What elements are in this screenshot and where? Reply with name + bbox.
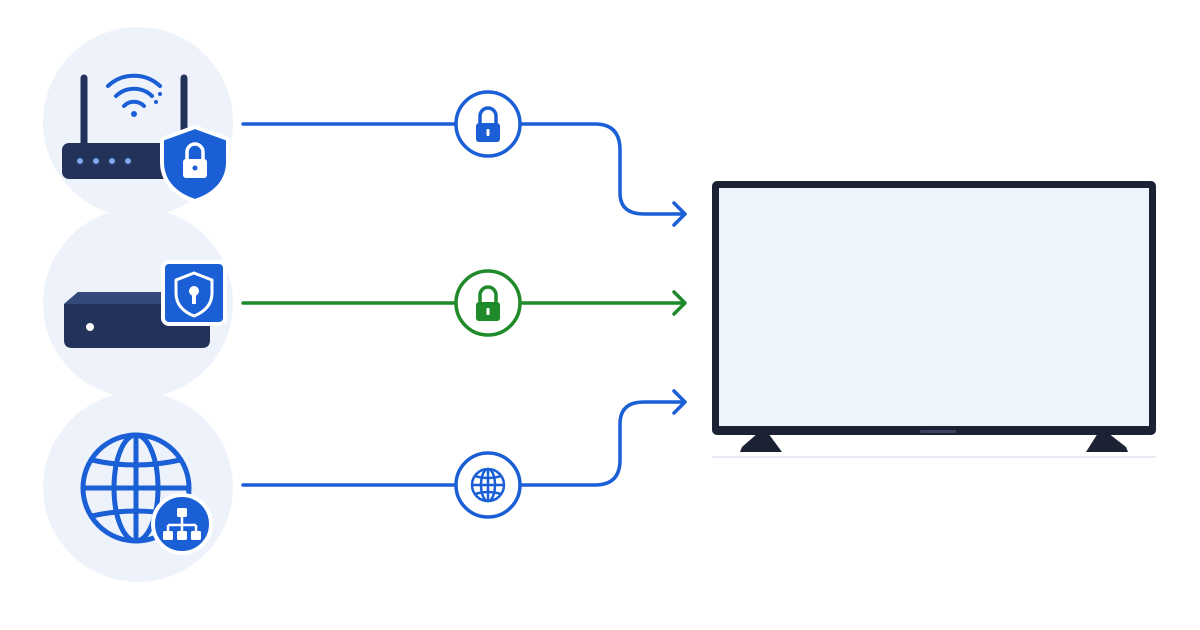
network-hierarchy-icon — [151, 493, 213, 555]
globe-icon — [454, 451, 522, 519]
connection-line-router — [241, 122, 687, 227]
connection-line-internet — [241, 389, 687, 487]
tv-stand-left — [740, 433, 782, 452]
tv-screen — [719, 188, 1149, 426]
shield-lock-icon — [160, 125, 230, 203]
shield-keyhole-icon — [161, 260, 227, 326]
padlock-icon — [454, 90, 522, 158]
tv-icon — [712, 181, 1156, 458]
padlock-icon — [454, 269, 522, 337]
wifi-signal-icon — [106, 73, 162, 117]
tv-stand-right — [1086, 433, 1128, 452]
